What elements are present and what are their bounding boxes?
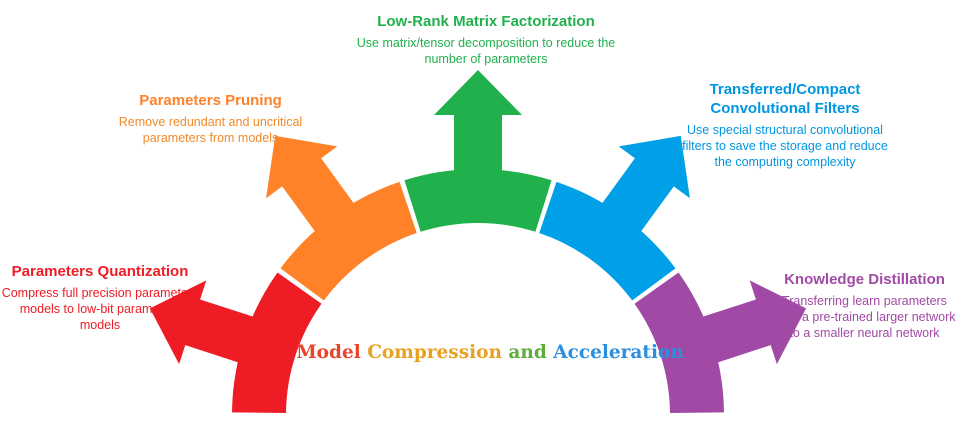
segment-quantization [149,272,322,413]
pruning-title: Parameters Pruning [139,92,282,109]
label-quantization: Parameters Quantization Compress full pr… [0,262,200,333]
arc-band-quantization [232,272,322,413]
quantization-description: Compress full precision parameters model… [1,286,199,332]
arc-band-filters [539,181,676,301]
center-word-model: Model [296,342,368,363]
pruning-description: Remove redundant and uncritical paramete… [118,115,303,145]
segment-distillation [634,272,807,413]
arrow-filters [599,135,690,235]
arrow-distillation [698,280,807,365]
arc-band-distillation [634,272,724,413]
center-word-compression: Compression [367,342,509,363]
center-word-and: and [508,342,554,363]
label-filters: Transferred/Compact Convolutional Filter… [680,80,890,170]
factorization-title: Low-Rank Matrix Factorization [377,13,595,30]
segment-filters [539,135,690,301]
quantization-title: Parameters Quantization [11,263,189,280]
arc-band-factorization [404,169,552,232]
arrow-pruning [266,135,357,235]
filters-title: Transferred/Compact Convolutional Filter… [709,81,861,117]
label-distillation: Knowledge Distillation Transferring lear… [772,270,957,341]
segment-factorization [404,70,552,232]
arrow-factorization [434,70,522,175]
arrow-quantization [149,280,258,365]
label-factorization: Low-Rank Matrix Factorization Use matrix… [355,12,617,67]
distillation-title: Knowledge Distillation [784,271,945,288]
factorization-description: Use matrix/tensor decomposition to reduc… [356,36,616,66]
distillation-description: Transferring learn parameters from a pre… [773,294,956,340]
center-word-acceleration: Acceleration [553,342,684,363]
arc-band-pruning [280,181,417,301]
segment-pruning [266,135,417,301]
center-title: Model Compression and Acceleration [290,342,690,363]
filters-description: Use special structural convolutional fil… [682,123,888,169]
label-pruning: Parameters Pruning Remove redundant and … [103,91,318,146]
